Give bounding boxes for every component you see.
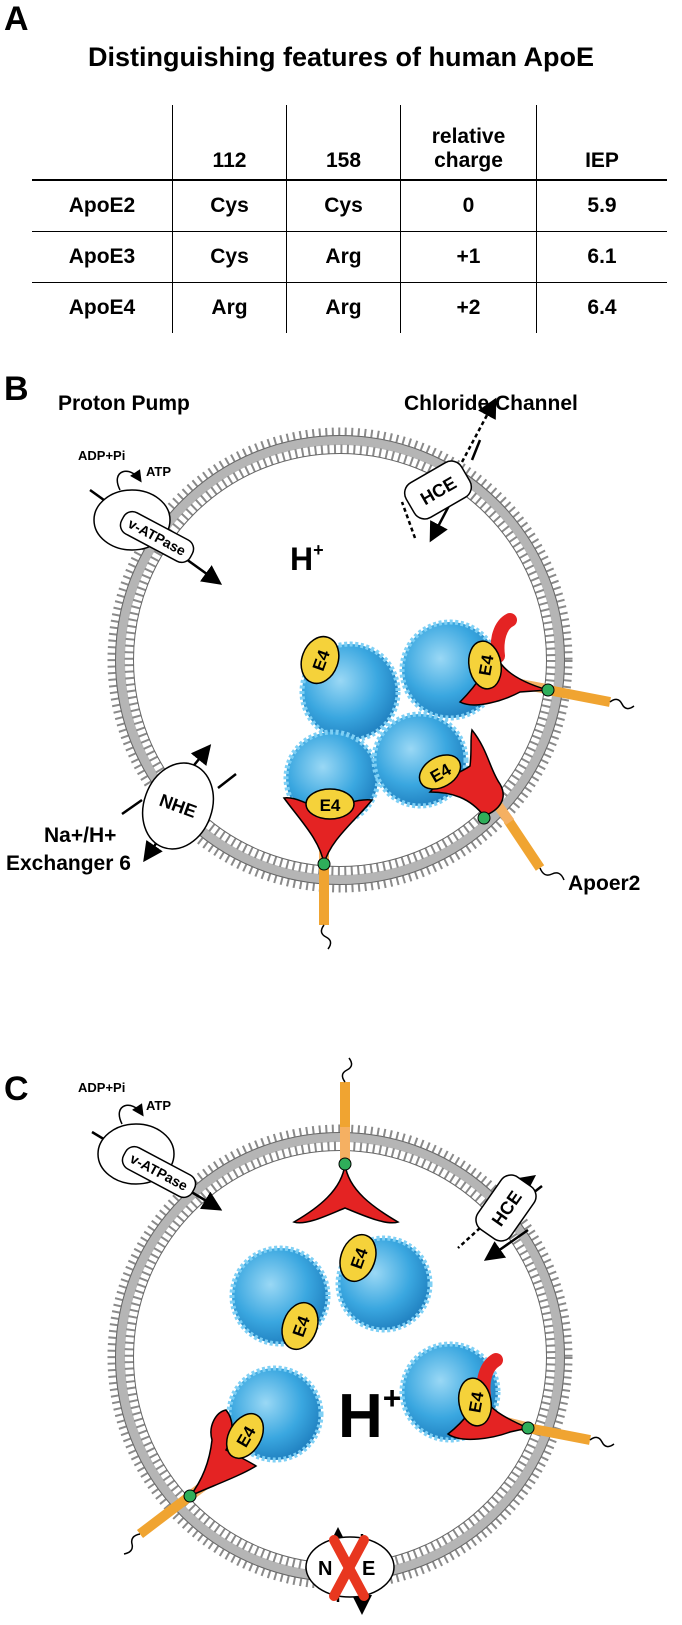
table-row: ApoE4 Arg Arg +2 6.4 xyxy=(32,282,667,333)
cell-158: Arg xyxy=(286,231,401,283)
e4-label: E4 xyxy=(475,653,497,677)
table-row: ApoE2 Cys Cys 0 5.9 xyxy=(32,180,667,232)
chloride-channel-label: Chloride Channel xyxy=(404,392,578,415)
cell-112: Cys xyxy=(172,180,287,232)
v-atpase-pump: v-ATPase ADP+Pi ATP xyxy=(78,448,223,585)
header-empty xyxy=(32,105,173,181)
endosome-diagram-c: v-ATPase ADP+Pi ATP HCE N E H+ xyxy=(78,1057,615,1615)
proton-pump-label: Proton Pump xyxy=(58,392,190,415)
hce-channel: HCE xyxy=(400,397,497,543)
header-158: 158 xyxy=(286,105,401,181)
cell-charge: +2 xyxy=(400,282,537,333)
hce-channel: HCE xyxy=(457,1174,543,1261)
lipoprotein-particle: E4 xyxy=(335,1233,433,1333)
e4-label: E4 xyxy=(320,796,341,815)
panel-a-title: Distinguishing features of human ApoE xyxy=(87,42,594,72)
cell-112: Arg xyxy=(172,282,287,333)
cell-158: Arg xyxy=(286,282,401,333)
lipoprotein-particle: E4 xyxy=(229,1245,331,1351)
panel-a-letter: A xyxy=(4,0,29,38)
panel-b-letter: B xyxy=(4,370,29,408)
row-name: ApoE3 xyxy=(68,245,136,268)
apoer2-receptor: E4 xyxy=(458,613,635,710)
nhe-exchanger: NHE xyxy=(121,744,237,863)
exchanger-label-line1: Na+/H+ xyxy=(44,824,117,847)
atp-label: ATP xyxy=(146,1098,171,1113)
row-name: ApoE2 xyxy=(68,194,136,217)
apoer2-label: Apoer2 xyxy=(568,872,641,895)
h-plus-label: H+ xyxy=(338,1380,401,1451)
adp-label: ADP+Pi xyxy=(78,1080,125,1095)
nhe-exchanger-knockout: N E xyxy=(305,1527,395,1615)
exchanger-label-line2: Exchanger 6 xyxy=(6,852,131,875)
cell-iep: 5.9 xyxy=(536,180,667,232)
panel-c-letter: C xyxy=(4,1070,29,1108)
nhe-e-label: E xyxy=(362,1558,375,1580)
e4-label: E4 xyxy=(465,1390,487,1414)
membrane-bilayer xyxy=(107,427,573,893)
h-plus-label: H+ xyxy=(290,540,324,577)
cell-charge: +1 xyxy=(400,231,537,283)
apoer2-receptor: E4 xyxy=(282,788,374,950)
cell-iep: 6.4 xyxy=(536,282,667,333)
lipoprotein-particle: E4 xyxy=(299,635,401,743)
endosome-diagram-b: v-ATPase ADP+Pi ATP HCE NHE H+ E4 xyxy=(78,397,635,950)
knockout-x-icon xyxy=(329,1535,369,1601)
cell-charge: 0 xyxy=(400,180,537,232)
table-header-row: 112 158 relative charge IEP xyxy=(32,105,667,181)
apoe-features-table: 112 158 relative charge IEP ApoE2 Cys Cy… xyxy=(32,105,667,333)
cell-iep: 6.1 xyxy=(536,231,667,283)
cell-112: Cys xyxy=(172,231,287,283)
header-relative-charge: relative charge xyxy=(400,105,537,181)
header-112: 112 xyxy=(172,105,287,181)
cell-158: Cys xyxy=(286,180,401,232)
apoer2-receptor: E4 xyxy=(123,1409,265,1555)
table-row: ApoE3 Cys Arg +1 6.1 xyxy=(32,231,667,283)
header-iep: IEP xyxy=(536,105,667,181)
apoer2-receptor xyxy=(292,1057,400,1224)
row-name: ApoE4 xyxy=(68,296,136,319)
apoer2-receptor: E4 xyxy=(418,728,565,881)
nhe-n-label: N xyxy=(318,1558,332,1580)
apoer2-receptor: E4 xyxy=(446,1353,615,1448)
atp-label: ATP xyxy=(146,464,171,479)
adp-label: ADP+Pi xyxy=(78,448,125,463)
